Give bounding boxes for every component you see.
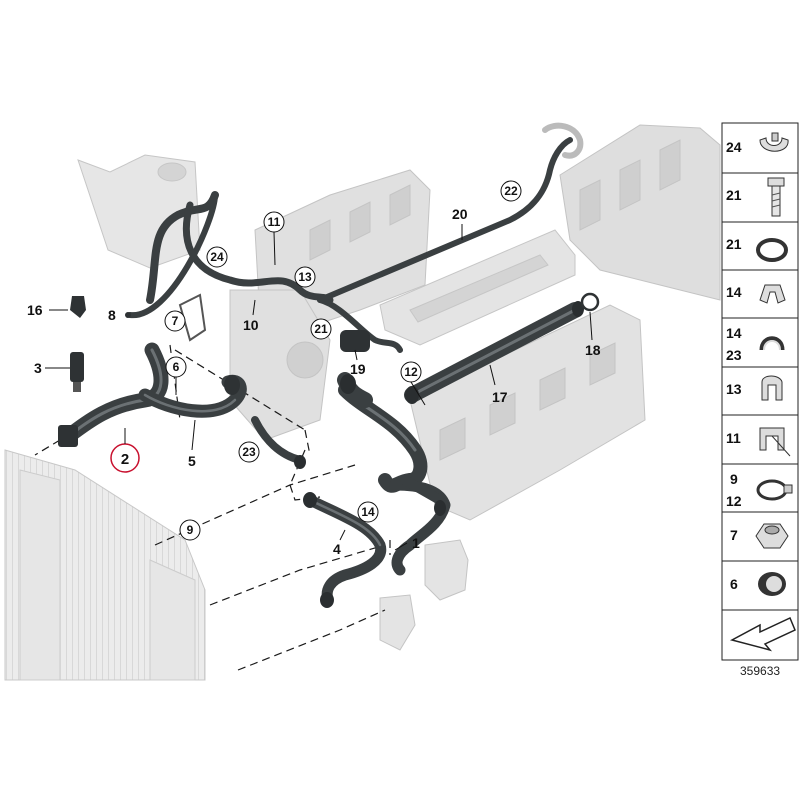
oring-18 [580, 292, 600, 312]
hose-20 [317, 137, 573, 303]
engine-block-background [559, 124, 721, 301]
legend-7: 7 [730, 527, 738, 543]
hoses [58, 122, 584, 608]
callout-12: 12 [404, 365, 418, 379]
legend-6: 6 [730, 576, 738, 592]
callout-7: 7 [172, 314, 179, 328]
callout-9: 9 [187, 523, 194, 537]
hose-19 [317, 297, 403, 353]
callout-11-label: 11 [268, 215, 281, 229]
callout-21: 21 [314, 322, 328, 336]
parts-legend: 24 21 21 14 14 23 1 [721, 122, 799, 661]
hose-clip-icon [759, 284, 786, 304]
callout-2: 2 [121, 451, 129, 468]
callout-1: 1 [412, 535, 420, 551]
sensor-3 [70, 352, 84, 382]
legend-21-oring: 21 [726, 236, 742, 252]
callout-18: 18 [585, 342, 601, 358]
hose-23 [251, 416, 304, 464]
callout-13: 13 [298, 270, 312, 284]
bracket-clip-icon [759, 427, 791, 457]
snap-clip-icon [761, 375, 783, 401]
callout-14: 14 [361, 505, 375, 519]
callouts: 1 2 3 4 5 8 10 16 17 18 19 20 6 7 9 [27, 180, 601, 557]
callout-8: 8 [108, 307, 116, 323]
sensor-16 [70, 296, 86, 318]
callout-3: 3 [34, 360, 42, 376]
callout-16: 16 [27, 302, 43, 318]
callout-10: 10 [243, 317, 259, 333]
bolt-icon [767, 177, 785, 217]
legend-14: 14 [726, 284, 742, 300]
small-parts [70, 292, 600, 392]
o-ring-icon [756, 238, 788, 262]
callout-23: 23 [242, 445, 256, 459]
legend-14b: 14 [726, 325, 742, 341]
rubber-grommet-icon [758, 572, 786, 596]
hose-2-connector [58, 425, 78, 447]
intake-manifold [379, 229, 576, 346]
callout-20: 20 [452, 206, 468, 222]
legend-12: 12 [726, 493, 742, 509]
legend-21-bolt: 21 [726, 187, 742, 203]
callout-17: 17 [492, 389, 508, 405]
legend-13: 13 [726, 381, 742, 397]
direction-arrow-icon [729, 616, 796, 652]
spring-clip-icon [759, 132, 789, 152]
callout-6: 6 [173, 360, 180, 374]
thermostat-housing [379, 539, 469, 651]
callout-19: 19 [350, 361, 366, 377]
legend-11: 11 [726, 430, 741, 446]
hose-19-connector [340, 330, 370, 352]
radiator [4, 449, 206, 681]
diagram-reference-number: 359633 [740, 664, 780, 678]
hose-8 [127, 192, 218, 319]
legend-24: 24 [726, 139, 742, 155]
callout-4: 4 [333, 541, 341, 557]
callout-24: 24 [210, 250, 224, 264]
double-clip-icon [759, 336, 785, 351]
sensor-3-tip [73, 382, 81, 392]
callout-5: 5 [188, 453, 196, 469]
hose-10 [182, 201, 334, 304]
legend-9: 9 [730, 471, 738, 487]
hose-clamp-icon [756, 479, 793, 501]
callout-22: 22 [504, 184, 518, 198]
bracket-7 [178, 293, 207, 342]
legend-23: 23 [726, 347, 742, 363]
hex-nut-icon [755, 523, 789, 549]
